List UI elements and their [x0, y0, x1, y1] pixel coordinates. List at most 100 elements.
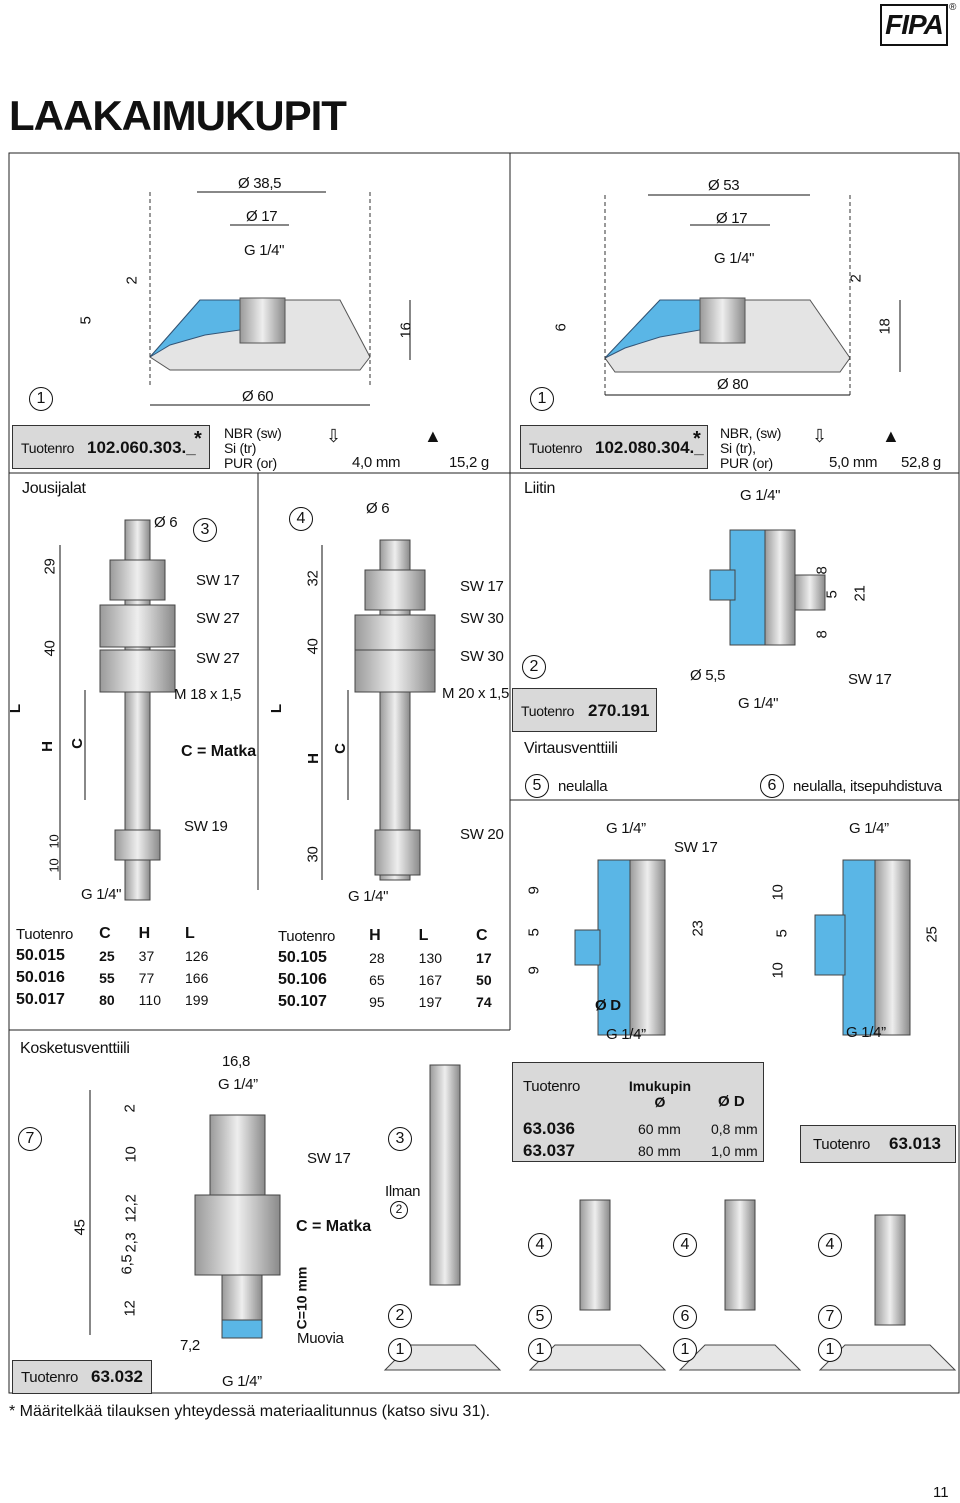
weight-value: 52,8 g [901, 454, 941, 471]
cell: 166 [185, 970, 209, 986]
marker-1: 1 [530, 387, 554, 411]
label-sw30: SW 30 [460, 648, 504, 665]
valve-table-box: Tuotenro Imukupin Ø Ø D 63.036 60 mm 0,8… [512, 1062, 764, 1162]
dim-32: 32 [304, 570, 322, 587]
cell: 50 [476, 972, 492, 988]
dim-10: 10 [769, 962, 787, 979]
col-header: H [369, 927, 381, 944]
table-row: 50.017 80 110 199 [10, 989, 214, 1011]
label-sw27: SW 27 [196, 650, 240, 667]
label-sw20: SW 20 [460, 826, 504, 843]
dim-10a: 10 [46, 834, 62, 849]
cell: 50.106 [278, 971, 327, 988]
label-g14-top: G 1/4” [218, 1076, 258, 1093]
label-ilman: Ilman [385, 1183, 421, 1200]
marker-1: 1 [29, 387, 53, 411]
col-header: H [138, 925, 151, 942]
dim-h5: 5 [77, 316, 95, 325]
dim-h2: 2 [123, 276, 141, 285]
contact-valve-drawing [89, 1090, 281, 1339]
cell: 60 mm [638, 1121, 681, 1137]
cell: 50.016 [16, 969, 65, 986]
table-row: 50.016 55 77 166 [10, 967, 214, 989]
material-si: Si (tr), [720, 440, 756, 456]
dim-168: 16,8 [222, 1053, 250, 1070]
valve-6-drawing [814, 859, 911, 1036]
cell: 37 [138, 948, 155, 964]
marker-5: 5 [525, 774, 549, 798]
material-list: NBR, (sw) Si (tr), PUR (or) [720, 426, 781, 471]
cell: 50.105 [278, 949, 327, 966]
label-c10: C=10 mm [293, 1266, 310, 1330]
marker-5: 5 [528, 1305, 552, 1329]
label-stroke: C = Matka [296, 1218, 372, 1235]
material-nbr: NBR (sw) [224, 425, 282, 441]
dim-thread: G 1/4" [244, 242, 285, 259]
label-sw17: SW 17 [196, 572, 240, 589]
label-sw27: SW 27 [196, 610, 240, 627]
page-number: 11 [933, 1484, 949, 1501]
dim-d60: Ø 60 [242, 388, 274, 405]
cell: 65 [369, 972, 385, 988]
dim-d17: Ø 17 [716, 210, 748, 227]
section-kosketus: Kosketusventtiili [20, 1040, 130, 1057]
part-label: Tuotenro [813, 1136, 871, 1153]
material-pur: PUR (or) [720, 455, 773, 471]
stroke-value: 4,0 mm [352, 454, 401, 471]
stroke-icon: ⇩ [812, 426, 828, 446]
dim-23: 23 [689, 920, 707, 937]
label-neulalla-itsepuhd: neulalla, itsepuhdistuva [793, 778, 942, 795]
marker-4: 4 [289, 507, 313, 531]
marker-1: 1 [673, 1338, 697, 1362]
col-header: L [418, 927, 429, 944]
cell: 167 [418, 972, 443, 988]
col-header: Ø D [718, 1093, 745, 1110]
weight-value: 15,2 g [449, 454, 489, 471]
dim-5: 5 [773, 929, 791, 938]
cell: 0,8 mm [711, 1121, 758, 1137]
connector-drawing [709, 529, 826, 646]
dim-d6: Ø 6 [154, 514, 178, 531]
cell: 197 [418, 994, 443, 1010]
cell: 17 [476, 950, 492, 966]
col-header: Tuotenro [16, 925, 74, 943]
table-row: 50.105 28 130 17 [272, 947, 498, 969]
dim-h6: 6 [552, 323, 570, 332]
label-thread: M 18 x 1,5 [174, 686, 242, 703]
label-sw17: SW 17 [674, 839, 718, 856]
cell: 25 [99, 948, 115, 964]
cell: 55 [99, 970, 115, 986]
table-row: 50.107 95 197 74 [272, 991, 498, 1013]
material-pur: PUR (or) [224, 455, 277, 471]
cell: 63.036 [523, 1119, 575, 1138]
part-box-cup-left: Tuotenro 102.060.303._ * [12, 425, 210, 469]
dim-23: 2,3 [122, 1232, 140, 1253]
dim-h18: 18 [876, 318, 894, 335]
part-label: Tuotenro [21, 1369, 79, 1386]
cell: 95 [369, 994, 385, 1010]
cell: 50.107 [278, 993, 327, 1010]
material-nbr: NBR, (sw) [720, 425, 782, 441]
asterisk: * [693, 428, 701, 450]
label-d55: Ø 5,5 [690, 667, 726, 684]
table-plunger-3: Tuotenro C H L 50.015 25 37 126 50.016 5… [10, 923, 214, 1011]
dim-h2: 2 [847, 274, 865, 283]
dim-L: L [7, 703, 25, 714]
marker-3: 3 [388, 1127, 412, 1151]
part-number: 270.191 [588, 701, 650, 720]
label-sw17: SW 17 [307, 1150, 351, 1167]
asterisk: * [194, 428, 202, 450]
material-si: Si (tr) [224, 440, 257, 456]
part-box-63013: Tuotenro 63.013 [800, 1125, 956, 1163]
cell: 77 [138, 970, 155, 986]
marker-6: 6 [673, 1305, 697, 1329]
cell: 130 [418, 950, 443, 966]
label-g14-top: G 1/4" [740, 487, 781, 504]
part-number: 102.060.303._ [87, 438, 196, 457]
cell: 50.015 [16, 947, 65, 964]
dim-d17: Ø 17 [246, 208, 278, 225]
dim-d53: Ø 53 [708, 177, 740, 194]
footnote: * Määritelkää tilauksen yhteydessä mater… [9, 1403, 491, 1420]
label-sw17: SW 17 [460, 578, 504, 595]
section-virtaus: Virtausventtiili [524, 740, 618, 757]
